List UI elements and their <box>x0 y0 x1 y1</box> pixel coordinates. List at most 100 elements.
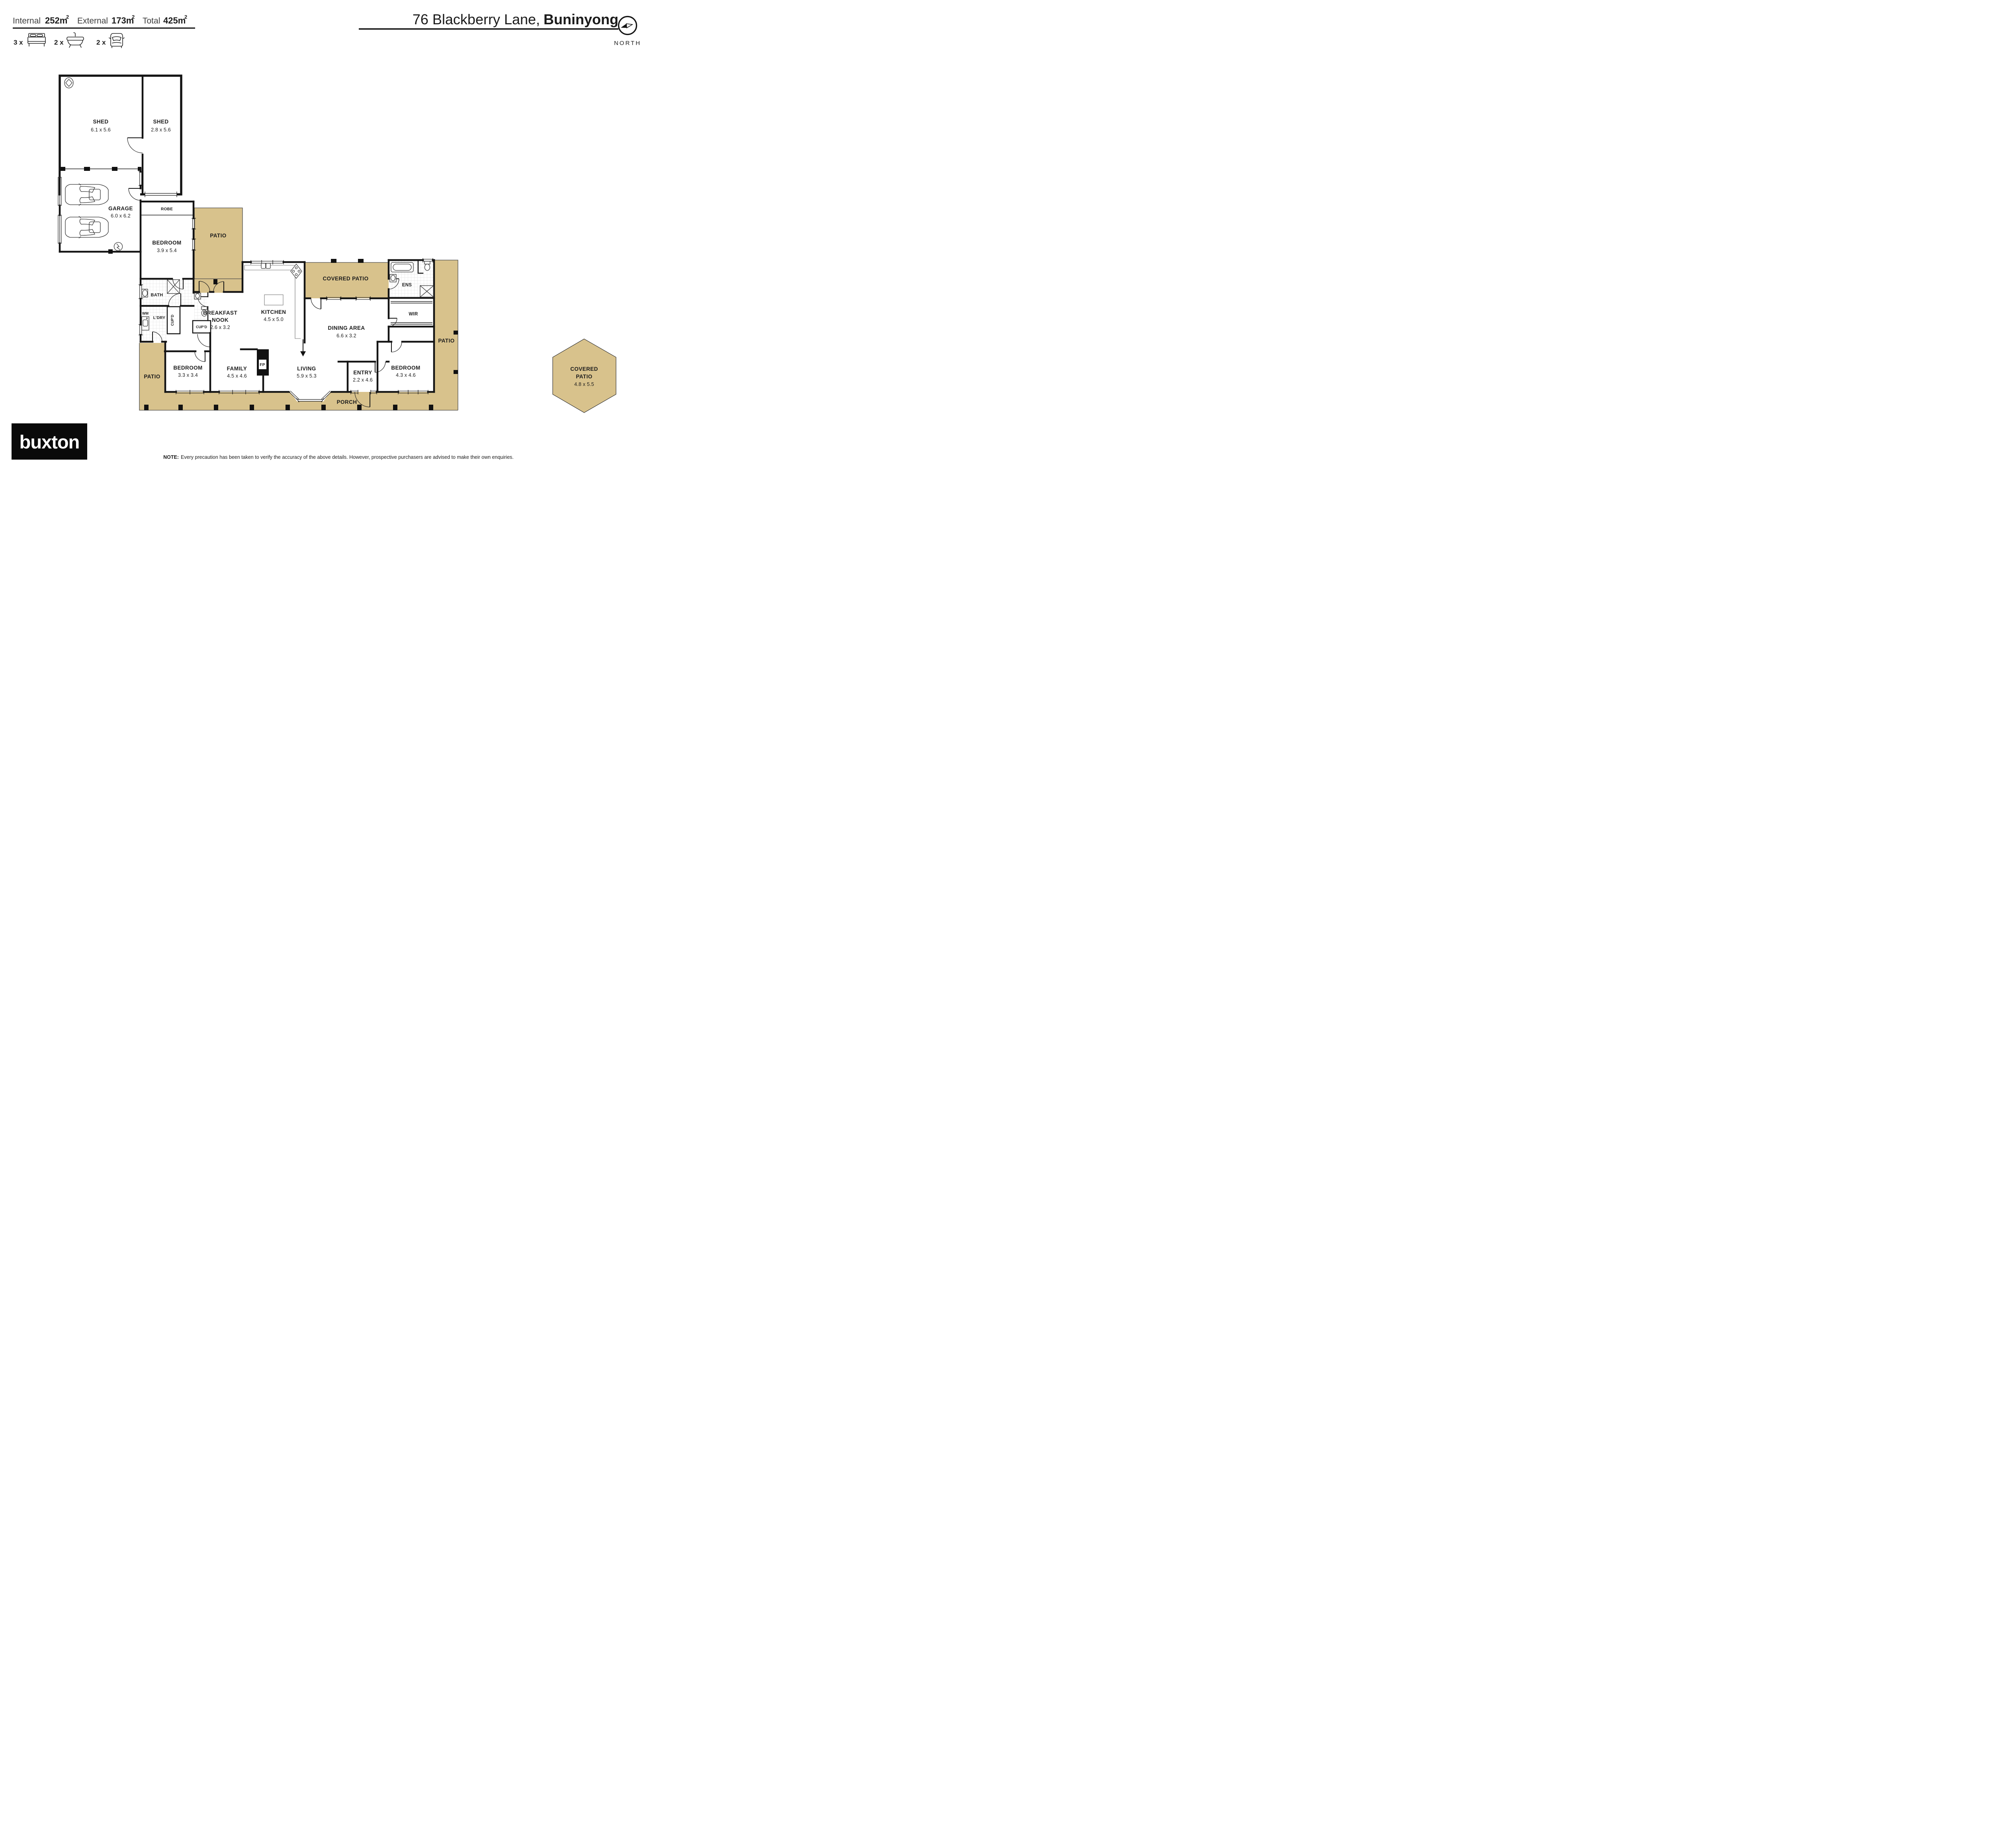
fireplace-label: FP <box>260 363 265 367</box>
patio-left-label: PATIO <box>144 374 160 380</box>
total-value: 425m <box>163 16 186 25</box>
shed-large-label: SHED <box>93 119 108 125</box>
front-door <box>354 392 370 407</box>
buxton-logo-text: buxton <box>20 431 80 452</box>
dining-dims: 6.6 x 3.2 <box>336 333 356 339</box>
total-sup: 2 <box>184 14 187 20</box>
bay-window <box>289 391 332 403</box>
porch-edge <box>139 343 458 411</box>
porch-label: PORCH <box>337 399 357 405</box>
kitchen-bench <box>244 265 301 339</box>
external-value: 173m <box>111 16 134 25</box>
external-label: External <box>77 16 108 25</box>
garage-doors <box>58 177 62 244</box>
patio-french-doors <box>199 281 224 292</box>
room-labels: ROBE BEDROOM 3.9 x 5.4 PATIO BREAKFAST N… <box>142 207 598 405</box>
entry-label: ENTRY <box>353 370 372 376</box>
kitchen-dims: 4.5 x 5.0 <box>264 317 284 322</box>
bottom-windows <box>176 390 428 394</box>
shed-small-label: SHED <box>153 119 168 125</box>
hall-cupboard-door <box>197 334 211 347</box>
internal-value: 252m <box>45 16 67 25</box>
page-title: 76 Blackberry Lane,Buninyong <box>413 11 618 27</box>
bedroom-left-label: BEDROOM <box>173 365 202 371</box>
cupboard-hall-label: CUP’D <box>196 325 207 329</box>
bedroom-rear-door <box>172 278 184 290</box>
fireplace-box <box>259 360 266 369</box>
car-icon <box>109 33 125 48</box>
north-arrow-icon <box>621 23 627 28</box>
bed-count: 3 x <box>14 39 23 46</box>
floorplan-svg: Internal 252m 2 External 173m 2 Total 42… <box>12 11 640 460</box>
bedroom-front-dims: 4.3 x 4.6 <box>396 372 416 378</box>
shed-small-dims: 2.8 x 5.6 <box>151 127 171 133</box>
garage: GARAGE 6.0 x 6.2 <box>58 167 143 343</box>
nook-dims: 2.6 x 3.2 <box>210 325 230 330</box>
nook-label2: NOOK <box>212 317 229 323</box>
family-label: FAMILY <box>227 366 247 372</box>
dining-label: DINING AREA <box>328 325 365 331</box>
bath-shower-icon <box>167 279 180 294</box>
buxton-logo <box>12 423 87 460</box>
bath-sink-icon <box>141 289 148 298</box>
header-underline-left <box>13 27 195 29</box>
wir-label: WIR <box>409 312 418 317</box>
patio-rear-fill <box>194 208 243 293</box>
covered-patio-label: COVERED PATIO <box>323 276 369 282</box>
porch-posts <box>144 279 458 410</box>
garage-door-to-path <box>128 188 141 201</box>
washing-machine-icon <box>141 316 149 331</box>
shed-divider-door <box>127 137 143 153</box>
house-walls <box>139 200 435 407</box>
patio-right-edge <box>434 260 458 410</box>
car-count: 2 x <box>96 39 106 46</box>
bed-icon <box>27 33 46 47</box>
wm-label: WM <box>142 311 149 315</box>
laundry-patio-door <box>152 331 162 342</box>
entry-dims: 2.2 x 4.6 <box>353 377 373 383</box>
bedroom-front-label: BEDROOM <box>391 365 420 371</box>
bedroom-front-door <box>391 341 402 352</box>
bath-icon <box>66 32 84 48</box>
north-arrow-icon-outline <box>626 23 634 29</box>
dining-patio-door <box>311 298 321 309</box>
internal-sup: 2 <box>66 14 69 20</box>
ens-toilet-icon <box>424 261 430 271</box>
hex-dims: 4.8 x 5.5 <box>574 382 594 387</box>
shed-tank-icon <box>64 77 74 88</box>
header: Internal 252m 2 External 173m 2 Total 42… <box>13 11 640 48</box>
external-sup: 2 <box>132 14 135 20</box>
bedroom-rear-dims: 3.9 x 5.4 <box>157 248 177 253</box>
patio-rear-label: PATIO <box>210 233 226 239</box>
north-compass: NORTH <box>614 16 640 47</box>
bedroom-left-dims: 3.3 x 3.4 <box>178 372 198 378</box>
car-top-icon <box>65 183 109 206</box>
patio-right-label: PATIO <box>438 338 454 344</box>
hot-water-icon <box>113 242 123 251</box>
bedroom-rear-windows <box>192 218 196 251</box>
ens-shower-icon <box>420 285 434 298</box>
garage-label: GARAGE <box>108 206 133 211</box>
patio-rear-edge <box>194 208 243 261</box>
garage-window <box>139 171 143 186</box>
floorplan-page: Internal 252m 2 External 173m 2 Total 42… <box>0 0 649 462</box>
disclaimer-note: NOTE:Every precaution has been taken to … <box>163 454 514 460</box>
bedroom-rear-label: BEDROOM <box>152 240 181 246</box>
laundry-cupboard <box>166 306 181 335</box>
patio-right-fill <box>434 260 458 410</box>
garage-dims: 6.0 x 6.2 <box>111 213 131 219</box>
header-underline-right <box>359 28 618 30</box>
wc-toilet-icon <box>201 306 207 317</box>
ens-bath-icon <box>391 262 414 272</box>
bath-label: BATH <box>151 293 163 298</box>
wc-sink-icon <box>194 293 201 300</box>
bath-count: 2 x <box>54 39 64 46</box>
hex-label2: PATIO <box>576 374 592 380</box>
family-dims: 4.5 x 4.6 <box>227 373 247 379</box>
covered-patio-fill <box>305 262 389 298</box>
robe-label: ROBE <box>161 207 173 211</box>
shed-large-dims: 6.1 x 5.6 <box>91 127 111 133</box>
ens-sink-icon <box>389 274 397 282</box>
hex-label1: COVERED <box>570 366 598 372</box>
hall-cupboard <box>192 320 211 334</box>
